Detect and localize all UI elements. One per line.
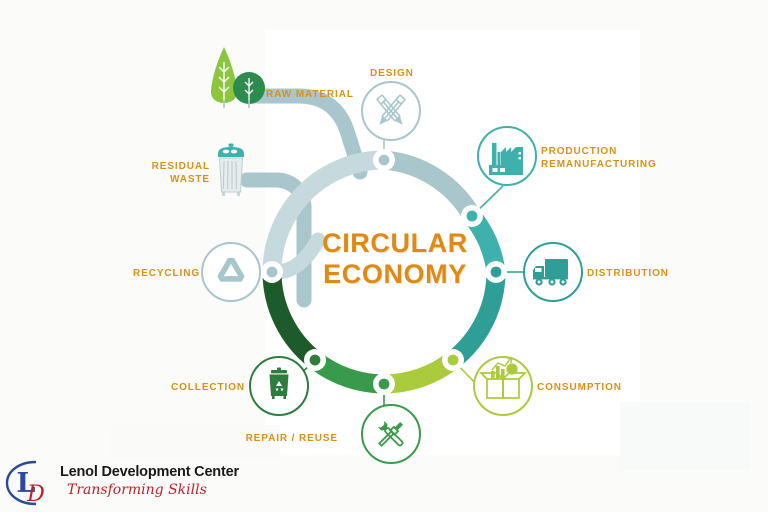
label-raw-material: RAW MATERIAL xyxy=(266,88,354,101)
node-collection[interactable] xyxy=(250,357,308,415)
label-recycling: RECYCLING xyxy=(120,267,200,280)
node-design[interactable] xyxy=(362,82,420,140)
logo-monogram-d: D xyxy=(26,482,45,507)
node-dot-recycling[interactable] xyxy=(261,261,283,283)
ring-segment-design-production xyxy=(384,160,472,216)
label-distribution: DISTRIBUTION xyxy=(587,267,669,280)
title-line-2: ECONOMY xyxy=(300,259,490,290)
node-dot-repair-reuse[interactable] xyxy=(373,373,395,395)
logo[interactable]: L D Lenol Development Center Transformin… xyxy=(4,459,244,507)
logo-mark-icon: L D xyxy=(4,459,60,507)
logo-name: Lenol Development Center xyxy=(60,464,239,480)
node-dot-collection[interactable] xyxy=(304,349,326,371)
node-repair-reuse[interactable] xyxy=(362,405,420,463)
node-dot-production[interactable] xyxy=(461,205,483,227)
node-recycling[interactable] xyxy=(202,243,260,301)
page-title: CIRCULAR ECONOMY xyxy=(300,228,490,290)
node-distribution[interactable] xyxy=(524,243,582,301)
trash-can-icon xyxy=(218,144,244,197)
trees-icon xyxy=(211,47,265,108)
label-repair-reuse: REPAIR / REUSE xyxy=(240,432,338,445)
node-production[interactable] xyxy=(478,127,536,185)
label-residual-waste: RESIDUAL WASTE xyxy=(130,160,210,186)
logo-tagline: Transforming Skills xyxy=(67,482,207,498)
node-residual-waste[interactable] xyxy=(218,144,244,197)
node-dot-consumption[interactable] xyxy=(442,349,464,371)
node-dot-design[interactable] xyxy=(373,149,395,171)
label-consumption: CONSUMPTION xyxy=(537,381,622,394)
label-collection: COLLECTION xyxy=(150,381,245,394)
label-design: DESIGN xyxy=(370,67,414,80)
title-line-1: CIRCULAR xyxy=(300,228,490,259)
node-consumption[interactable]: $ xyxy=(474,357,532,415)
factory-icon xyxy=(489,143,523,175)
label-production: PRODUCTION REMANUFACTURING xyxy=(541,145,657,171)
recycle-bin-icon xyxy=(270,368,289,400)
node-raw-material[interactable] xyxy=(211,47,265,108)
